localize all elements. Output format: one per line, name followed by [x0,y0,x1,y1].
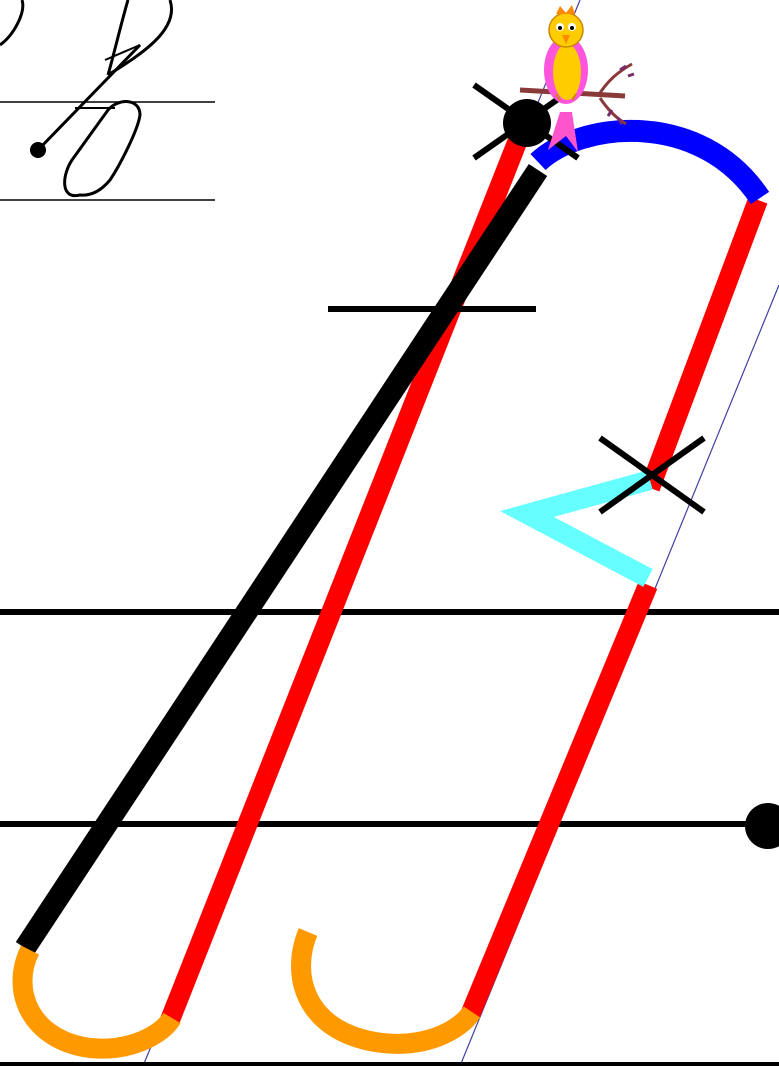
letter-sample-sketch-icon [0,0,215,201]
loop-mark [500,470,653,587]
right-downstroke-upper [640,196,768,492]
baseline-dot [745,803,779,849]
hook-right [291,928,481,1054]
right-downstroke-lower [460,581,658,1019]
start-dot [503,99,551,147]
slant-guides [142,0,779,1066]
bird-on-branch-icon [519,5,635,152]
ruling-lines [0,609,779,1066]
top-arc [530,119,770,205]
connector-stroke [15,163,548,955]
bottom-hooks [12,928,481,1059]
hook-left [12,945,181,1059]
cross-mark-middle [598,435,706,515]
